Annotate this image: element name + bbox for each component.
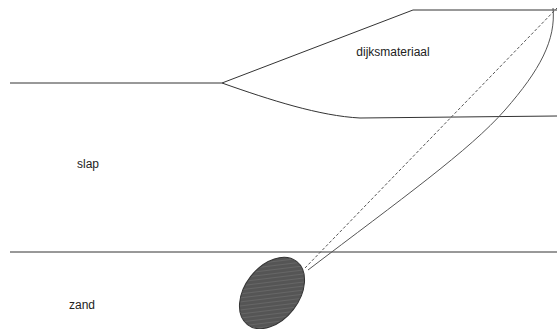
layer-label: zand <box>69 298 95 312</box>
dashed-line <box>305 8 557 268</box>
layer-label: slap <box>77 157 99 171</box>
ground-surface <box>10 83 222 84</box>
zone-ellipse <box>226 245 318 329</box>
layer-label: dijksmateriaal <box>356 45 429 59</box>
layer-boundary <box>10 252 557 253</box>
dike-outline <box>222 10 557 83</box>
dike-base <box>222 83 557 118</box>
slip-curve <box>308 8 553 270</box>
